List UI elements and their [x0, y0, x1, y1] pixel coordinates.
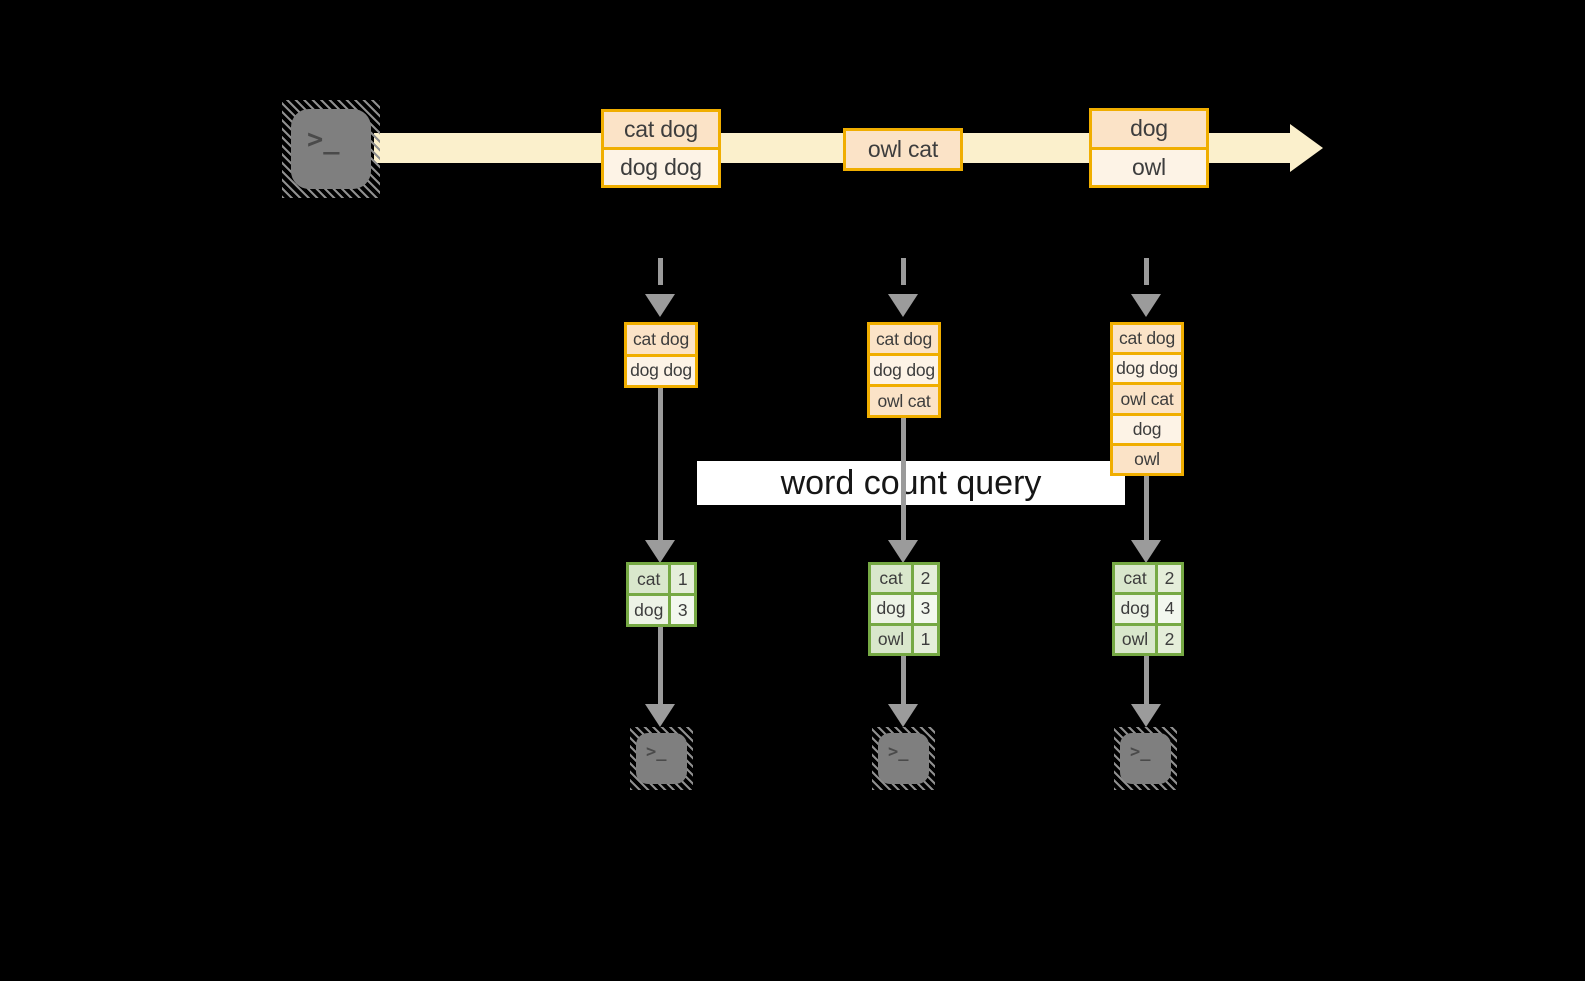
terminal-source-screen: >_: [291, 109, 371, 189]
table-row: cat 2: [871, 565, 937, 593]
table-row: cat 1: [629, 565, 694, 593]
word-count-table-1: cat 1 dog 3: [626, 562, 697, 627]
dashed-arrow-segment: [901, 258, 906, 285]
arrow-line: [658, 627, 663, 706]
stream-line: dog: [1092, 111, 1206, 147]
down-arrowhead-icon: [645, 294, 675, 317]
word-cell: cat: [1115, 565, 1159, 593]
micro-batch-line: dog dog: [627, 353, 695, 385]
dashed-arrow-segment: [658, 258, 663, 285]
terminal-screen: >_: [878, 733, 929, 784]
terminal-prompt-icon: >_: [888, 742, 909, 762]
table-row: owl 2: [1115, 622, 1181, 653]
word-cell: cat: [629, 565, 672, 593]
micro-batch-line: dog dog: [1113, 352, 1181, 383]
count-cell: 3: [671, 596, 694, 624]
micro-batch-line: owl cat: [870, 384, 938, 415]
count-cell: 3: [914, 595, 937, 623]
stream-line: dog dog: [604, 147, 718, 185]
arrow-line: [1144, 475, 1149, 542]
arrow-line: [901, 417, 906, 542]
terminal-screen: >_: [636, 733, 687, 784]
micro-batch-2: cat dog dog dog owl cat: [867, 322, 941, 418]
count-cell: 2: [1158, 625, 1181, 653]
micro-batch-line: owl cat: [1113, 382, 1181, 413]
micro-batch-line: cat dog: [870, 325, 938, 353]
word-cell: dog: [629, 596, 672, 624]
word-cell: cat: [871, 565, 915, 593]
query-label: word count query: [780, 463, 1042, 502]
word-count-table-2: cat 2 dog 3 owl 1: [868, 562, 940, 656]
count-cell: 1: [671, 565, 694, 593]
terminal-sink-2-icon: >_: [872, 727, 935, 790]
stream-arrowhead-icon: [1290, 124, 1323, 172]
table-row: dog 3: [871, 592, 937, 623]
micro-batch-line: cat dog: [627, 325, 695, 354]
down-arrowhead-icon: [888, 294, 918, 317]
terminal-prompt-icon: >_: [1130, 742, 1151, 762]
terminal-prompt-icon: >_: [646, 742, 667, 762]
count-cell: 1: [914, 625, 937, 653]
micro-batch-line: cat dog: [1113, 325, 1181, 353]
query-label-band: word count query: [697, 461, 1125, 505]
arrow-line: [1144, 656, 1149, 706]
down-arrowhead-icon: [645, 540, 675, 563]
stream-line: cat dog: [604, 112, 718, 147]
stream-batch-1: cat dog dog dog: [601, 109, 721, 188]
micro-batch-3: cat dog dog dog owl cat dog owl: [1110, 322, 1184, 476]
down-arrowhead-icon: [645, 704, 675, 727]
micro-batch-line: dog: [1113, 412, 1181, 443]
word-cell: dog: [1115, 595, 1159, 623]
micro-batch-1: cat dog dog dog: [624, 322, 698, 388]
terminal-screen: >_: [1120, 733, 1171, 784]
down-arrowhead-icon: [1131, 294, 1161, 317]
table-row: dog 4: [1115, 592, 1181, 623]
arrow-line: [658, 387, 663, 542]
word-cell: owl: [871, 625, 915, 653]
count-cell: 2: [1158, 565, 1181, 593]
table-row: owl 1: [871, 622, 937, 653]
dashed-arrow-segment: [1144, 258, 1149, 285]
table-row: cat 2: [1115, 565, 1181, 593]
word-count-table-3: cat 2 dog 4 owl 2: [1112, 562, 1184, 656]
terminal-sink-1-icon: >_: [630, 727, 693, 790]
stream-line: owl: [1092, 146, 1206, 185]
down-arrowhead-icon: [1131, 704, 1161, 727]
down-arrowhead-icon: [888, 704, 918, 727]
arrow-line: [901, 656, 906, 706]
terminal-sink-3-icon: >_: [1114, 727, 1177, 790]
stream-batch-2: owl cat: [843, 128, 963, 171]
down-arrowhead-icon: [888, 540, 918, 563]
stream-line: owl cat: [846, 131, 960, 168]
count-cell: 2: [914, 565, 937, 593]
down-arrowhead-icon: [1131, 540, 1161, 563]
table-row: dog 3: [629, 593, 694, 624]
terminal-prompt-icon: >_: [307, 124, 340, 155]
word-cell: owl: [1115, 625, 1159, 653]
count-cell: 4: [1158, 595, 1181, 623]
micro-batch-line: owl: [1113, 442, 1181, 474]
stream-batch-3: dog owl: [1089, 108, 1209, 188]
micro-batch-line: dog dog: [870, 353, 938, 384]
word-cell: dog: [871, 595, 915, 623]
terminal-source-icon: >_: [282, 100, 380, 198]
